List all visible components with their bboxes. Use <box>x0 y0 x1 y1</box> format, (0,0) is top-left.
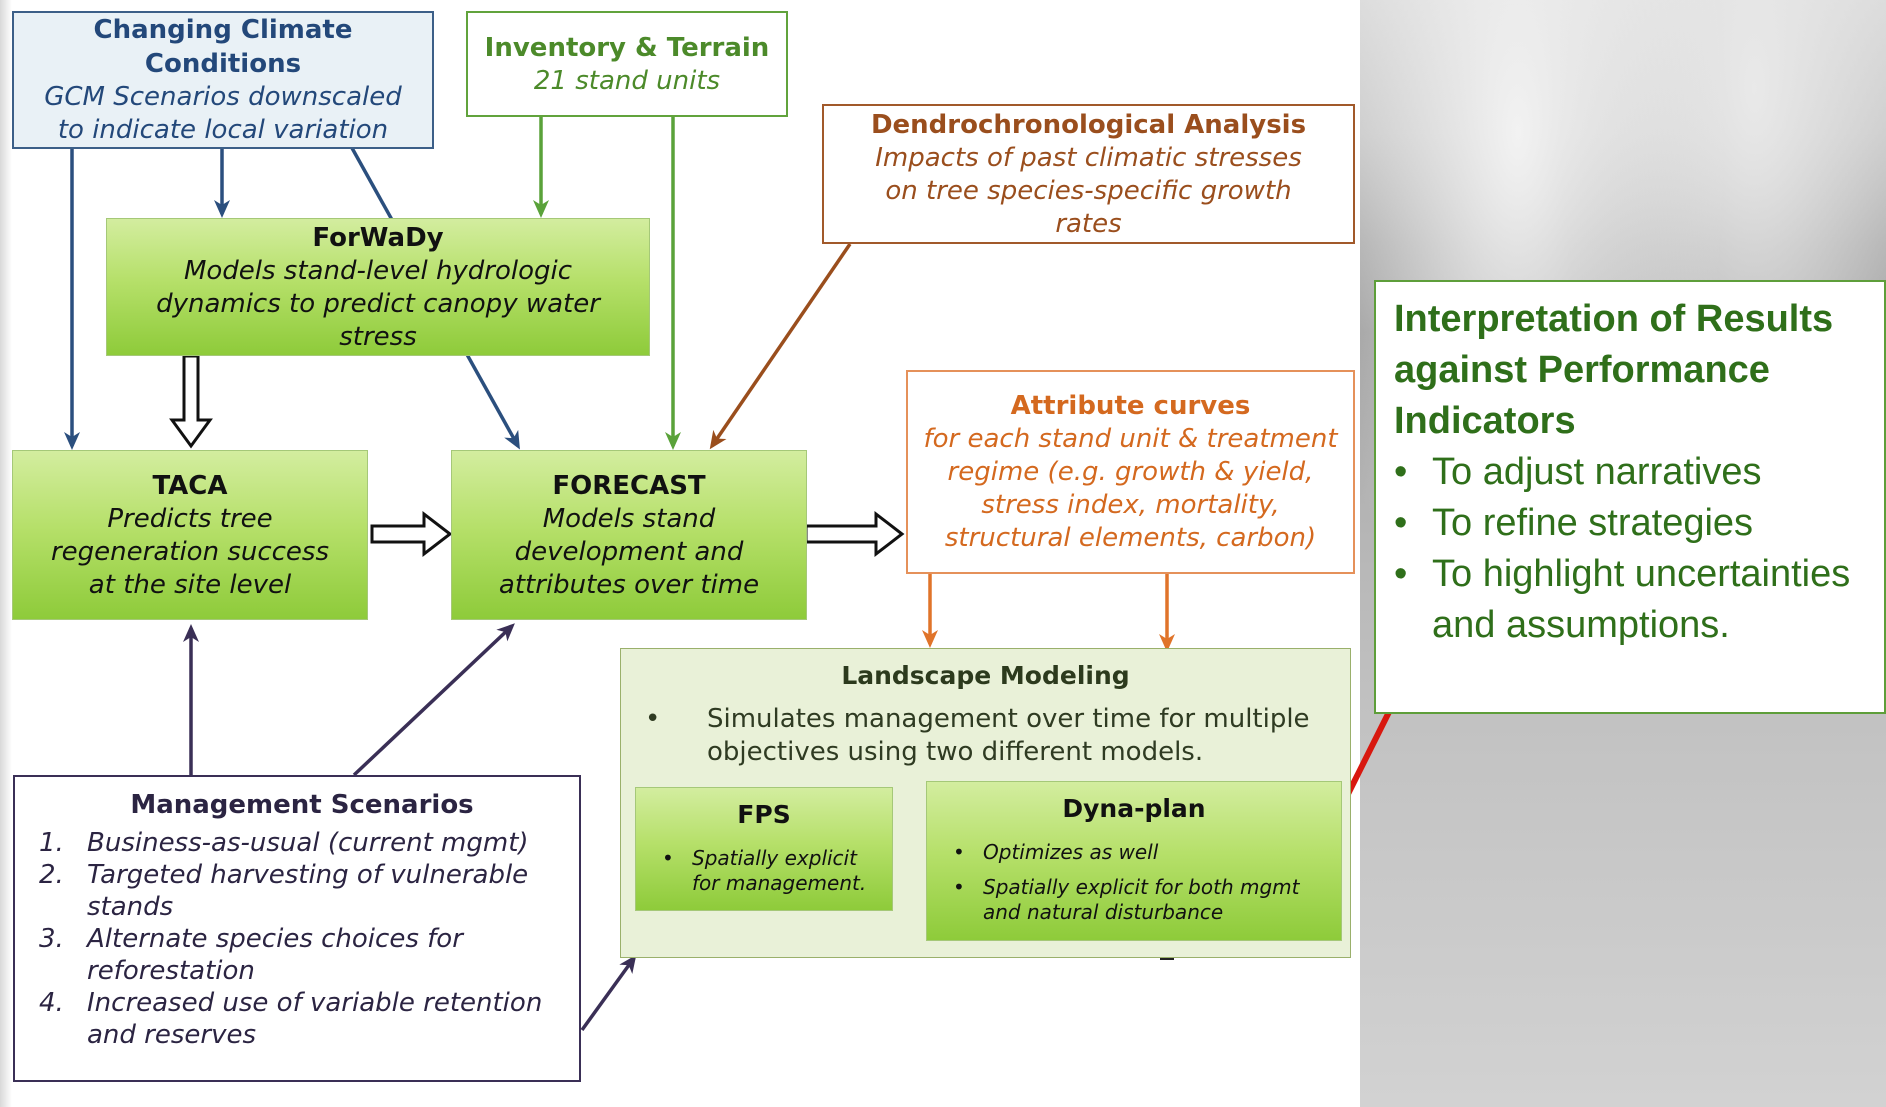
attribute-curves-box: Attribute curves for each stand unit & t… <box>906 370 1355 574</box>
bullet-marker: • <box>953 875 965 899</box>
climate-conditions-title: Changing Climate Conditions <box>93 15 353 79</box>
management-scenarios-list: 1. Business-as-usual (current mgmt) 2. T… <box>39 827 565 1051</box>
arrow-management-to-forecast <box>352 623 515 777</box>
dyna-plan-item: • Spatially explicit for both mgmt and n… <box>953 875 1300 924</box>
interpretation-item: • To adjust narratives <box>1394 447 1884 498</box>
taca-subtitle: Predicts tree regeneration success at th… <box>50 503 330 600</box>
attribute-curves-title: Attribute curves <box>1010 391 1251 421</box>
dendro-analysis-box: Dendrochronological Analysis Impacts of … <box>822 104 1355 244</box>
attribute-curves-subtitle: for each stand unit & treatment regime (… <box>923 424 1338 553</box>
dyna-plan-list: • Optimizes as well • Spatially explicit… <box>953 840 1333 935</box>
forwady-subtitle: Models stand-level hydrologic dynamics t… <box>156 255 600 352</box>
landscape-modeling-bullet: • Simulates management over time for mul… <box>645 703 1335 769</box>
arrow-dendro-to-forecast <box>709 243 852 450</box>
interpretation-list: • To adjust narratives • To refine strat… <box>1394 447 1884 651</box>
block-arrow-forwady-to-taca <box>169 354 213 449</box>
background-left-edge <box>0 0 12 1107</box>
fps-title: FPS <box>737 800 791 829</box>
landscape-modeling-box: Landscape Modeling • Simulates managemen… <box>620 648 1351 958</box>
climate-conditions-box: Changing Climate Conditions GCM Scenario… <box>12 11 434 149</box>
interpretation-box: Interpretation of Results against Perfor… <box>1374 280 1886 714</box>
fps-item: • Spatially explicit for management. <box>662 846 867 895</box>
bullet-marker: • <box>1394 451 1408 493</box>
block-arrow-taca-to-forecast <box>370 510 453 558</box>
forecast-subtitle: Models stand development and attributes … <box>498 503 760 600</box>
dyna-plan-box: Dyna-plan • Optimizes as well • Spatiall… <box>926 781 1342 941</box>
bullet-marker: • <box>1394 502 1408 544</box>
forwady-title: ForWaDy <box>312 222 444 253</box>
block-arrow-forecast-to-attribute <box>804 510 905 558</box>
arrow-management-to-landscape <box>580 954 637 1032</box>
bullet-marker: • <box>645 704 661 734</box>
management-scenario-item: 1. Business-as-usual (current mgmt) <box>39 828 529 858</box>
forecast-box: FORECAST Models stand development and at… <box>451 450 807 620</box>
management-scenarios-box: Management Scenarios 1. Business-as-usua… <box>13 775 581 1082</box>
dendro-analysis-subtitle: Impacts of past climatic stresses on tre… <box>875 142 1302 239</box>
interpretation-title: Interpretation of Results against Perfor… <box>1394 298 1834 442</box>
climate-conditions-subtitle: GCM Scenarios downscaled to indicate loc… <box>44 82 402 145</box>
management-scenarios-title: Management Scenarios <box>130 790 474 820</box>
dyna-plan-title: Dyna-plan <box>1062 794 1206 823</box>
interpretation-item: • To refine strategies <box>1394 498 1884 549</box>
forwady-box: ForWaDy Models stand-level hydrologic dy… <box>106 218 650 356</box>
landscape-modeling-title: Landscape Modeling <box>841 661 1130 690</box>
bullet-marker: • <box>1394 553 1408 595</box>
fps-box: FPS • Spatially explicit for management. <box>635 787 893 911</box>
forecast-title: FORECAST <box>552 470 706 501</box>
management-scenario-item: 4. Increased use of variable retention a… <box>39 988 543 1050</box>
bullet-marker: • <box>662 846 674 870</box>
landscape-modeling-text: Simulates management over time for multi… <box>707 704 1310 767</box>
inventory-terrain-subtitle: 21 stand units <box>533 65 721 96</box>
interpretation-item: • To highlight uncertainties and assumpt… <box>1394 549 1884 651</box>
management-scenario-item: 2. Targeted harvesting of vulnerable sta… <box>39 860 529 922</box>
inventory-terrain-box: Inventory & Terrain 21 stand units <box>466 11 788 117</box>
fps-list: • Spatially explicit for management. <box>662 846 882 906</box>
inventory-terrain-title: Inventory & Terrain <box>484 32 770 63</box>
management-scenario-item: 3. Alternate species choices for refores… <box>39 924 463 986</box>
bullet-marker: • <box>953 840 965 864</box>
taca-title: TACA <box>152 470 228 501</box>
dendro-analysis-title: Dendrochronological Analysis <box>870 109 1307 140</box>
taca-box: TACA Predicts tree regeneration success … <box>12 450 368 620</box>
dyna-plan-item: • Optimizes as well <box>953 840 1159 864</box>
